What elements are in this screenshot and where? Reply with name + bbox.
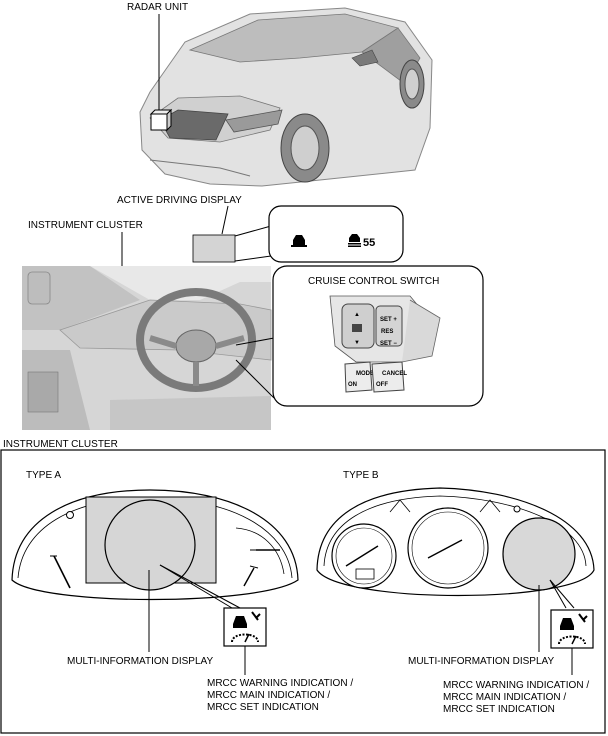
switch-on: ON xyxy=(348,382,357,388)
distance-icon xyxy=(352,324,362,332)
add-callout-box xyxy=(268,205,404,263)
type-a-right-needle-lower xyxy=(243,567,255,587)
type-b-left-dial xyxy=(331,523,397,589)
switch-off: OFF xyxy=(376,382,388,388)
type-a-callout-line-2 xyxy=(159,564,241,609)
rocker-up-arrow: ▲ xyxy=(354,312,360,318)
active-driving-display-panel xyxy=(192,234,236,263)
type-b-mrcc-line2: MRCC MAIN INDICATION / xyxy=(443,692,566,703)
cancel-off-button xyxy=(371,361,405,393)
switch-set-minus: SET − xyxy=(380,341,397,347)
type-b-left-display xyxy=(355,568,375,580)
ccs-callout-line-bottom xyxy=(235,359,275,399)
ccs-callout-line-top xyxy=(235,337,275,346)
radar-unit-box xyxy=(149,108,173,132)
type-a-multi-info-label: MULTI-INFORMATION DISPLAY xyxy=(67,656,213,667)
add-callout-line-bottom xyxy=(234,255,272,262)
type-b-mrcc-line3: MRCC SET INDICATION xyxy=(443,704,555,715)
interior-photo xyxy=(22,266,272,430)
radar-unit-label: RADAR UNIT xyxy=(127,2,188,13)
switch-res: RES xyxy=(381,329,393,335)
set-res-rocker xyxy=(375,305,403,347)
type-b-multi-info-label: MULTI-INFORMATION DISPLAY xyxy=(408,656,554,667)
type-a-label: TYPE A xyxy=(26,470,61,481)
type-a-mrcc-line2: MRCC MAIN INDICATION / xyxy=(207,690,330,701)
rocker-down-arrow: ▼ xyxy=(354,340,360,346)
switch-set-plus: SET + xyxy=(380,317,397,323)
cruise-control-switch-label: CRUISE CONTROL SWITCH xyxy=(308,276,439,287)
type-b-center-needle xyxy=(427,539,463,559)
add-speed-value: 55 xyxy=(363,237,375,249)
mode-on-button xyxy=(344,361,373,393)
active-driving-display-label: ACTIVE DRIVING DISPLAY xyxy=(117,195,242,206)
type-b-mrcc-line1: MRCC WARNING INDICATION / xyxy=(443,680,589,691)
type-a-speedometer-dial xyxy=(104,499,196,591)
type-b-label: TYPE B xyxy=(343,470,379,481)
type-b-multi-info-display xyxy=(502,517,576,591)
type-a-callout-line-1 xyxy=(159,564,233,609)
type-b-mrcc-icon xyxy=(550,609,594,649)
type-a-cluster xyxy=(11,489,299,601)
instrument-cluster-top-label: INSTRUMENT CLUSTER xyxy=(28,220,143,231)
instrument-cluster-section-label: INSTRUMENT CLUSTER xyxy=(3,439,118,450)
add-callout-line-top xyxy=(234,225,272,237)
type-b-left-needle xyxy=(345,545,379,567)
switch-mode: MODE xyxy=(356,371,374,377)
add-leader-line xyxy=(221,205,229,235)
type-a-mrcc-line1: MRCC WARNING INDICATION / xyxy=(207,678,353,689)
type-b-indicator-dot xyxy=(513,505,521,513)
type-a-mrcc-icon xyxy=(223,607,267,647)
switch-cancel: CANCEL xyxy=(382,371,407,377)
add-speed-icon xyxy=(348,234,361,247)
type-a-indicator-dot xyxy=(66,511,74,519)
type-a-mrcc-line3: MRCC SET INDICATION xyxy=(207,702,319,713)
cruise-control-switch-illustration: ▲ ▼ SET + RES SET − MODE ON CANCEL OFF xyxy=(329,295,441,393)
type-b-cluster xyxy=(316,487,595,597)
car-illustration xyxy=(139,7,433,187)
type-b-callout-line-2 xyxy=(549,579,575,609)
type-b-callout-line-1 xyxy=(549,579,567,609)
type-a-left-needle xyxy=(53,555,71,589)
add-car-icon xyxy=(291,235,307,247)
